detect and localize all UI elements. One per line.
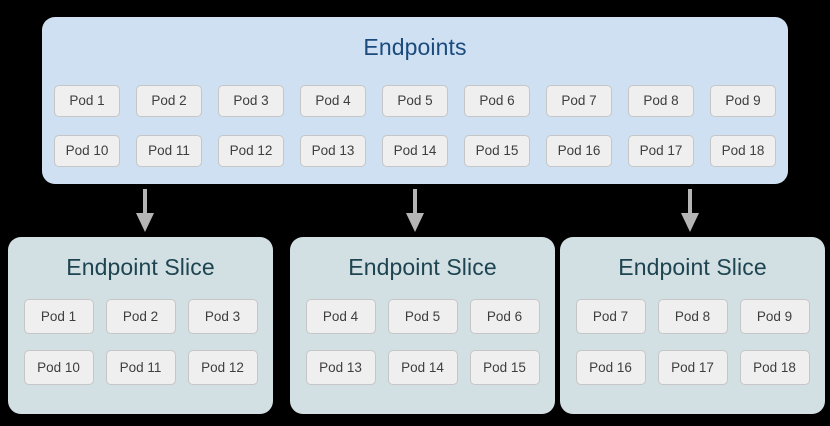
- pod-cell: Pod 13: [300, 350, 382, 385]
- pod-box[interactable]: Pod 11: [136, 135, 202, 167]
- pod-cell: Pod 12: [210, 135, 292, 167]
- pod-box[interactable]: Pod 3: [218, 85, 284, 117]
- pod-cell: Pod 6: [456, 85, 538, 117]
- endpoint-slice-container-3: Endpoint Slice Pod 7 Pod 8 Pod 9 Pod 16 …: [560, 237, 825, 414]
- pod-cell: Pod 9: [702, 85, 784, 117]
- pod-box[interactable]: Pod 3: [187, 299, 258, 334]
- pod-box[interactable]: Pod 17: [657, 350, 728, 385]
- pod-cell: Pod 11: [100, 350, 182, 385]
- pod-cell: Pod 3: [182, 299, 264, 334]
- pod-box[interactable]: Pod 4: [300, 85, 366, 117]
- pod-box[interactable]: Pod 18: [710, 135, 776, 167]
- arrow-shaft: [413, 189, 417, 215]
- pod-cell: Pod 18: [734, 350, 816, 385]
- pod-cell: Pod 3: [210, 85, 292, 117]
- pod-box[interactable]: Pod 13: [305, 350, 376, 385]
- slice-pod-row-0: Pod 4 Pod 5 Pod 6: [290, 299, 555, 334]
- pod-box[interactable]: Pod 1: [23, 299, 94, 334]
- pod-cell: Pod 16: [570, 350, 652, 385]
- pod-cell: Pod 1: [46, 85, 128, 117]
- pod-box[interactable]: Pod 11: [105, 350, 176, 385]
- endpoint-slice-title: Endpoint Slice: [618, 254, 767, 280]
- pod-box[interactable]: Pod 16: [575, 350, 646, 385]
- pod-box[interactable]: Pod 8: [657, 299, 728, 334]
- slice-pod-row-1: Pod 13 Pod 14 Pod 15: [290, 350, 555, 385]
- pod-box[interactable]: Pod 13: [300, 135, 366, 167]
- pod-cell: Pod 5: [382, 299, 464, 334]
- pod-cell: Pod 4: [292, 85, 374, 117]
- endpoint-slice-container-1: Endpoint Slice Pod 1 Pod 2 Pod 3 Pod 10 …: [8, 237, 273, 414]
- pod-box[interactable]: Pod 12: [218, 135, 284, 167]
- pod-box[interactable]: Pod 14: [387, 350, 458, 385]
- pod-box[interactable]: Pod 9: [710, 85, 776, 117]
- arrow-down-icon: [404, 189, 426, 232]
- arrow-down-icon: [134, 189, 156, 232]
- pod-cell: Pod 17: [620, 135, 702, 167]
- arrow-head: [406, 213, 424, 232]
- pod-cell: Pod 9: [734, 299, 816, 334]
- pod-box[interactable]: Pod 6: [464, 85, 530, 117]
- pod-cell: Pod 4: [300, 299, 382, 334]
- arrow-shaft: [688, 189, 692, 215]
- pod-cell: Pod 14: [382, 350, 464, 385]
- pod-cell: Pod 8: [620, 85, 702, 117]
- pod-box[interactable]: Pod 10: [23, 350, 94, 385]
- pod-box[interactable]: Pod 6: [469, 299, 540, 334]
- pod-cell: Pod 18: [702, 135, 784, 167]
- pod-cell: Pod 6: [464, 299, 546, 334]
- slice-pod-row-0: Pod 7 Pod 8 Pod 9: [560, 299, 825, 334]
- pod-cell: Pod 1: [18, 299, 100, 334]
- pod-box[interactable]: Pod 9: [739, 299, 810, 334]
- pod-box[interactable]: Pod 16: [546, 135, 612, 167]
- slice-pod-row-1: Pod 10 Pod 11 Pod 12: [8, 350, 273, 385]
- endpoints-pod-row-0: Pod 1 Pod 2 Pod 3 Pod 4 Pod 5 Pod 6 Pod …: [42, 85, 788, 117]
- pod-box[interactable]: Pod 2: [105, 299, 176, 334]
- arrow-shaft: [143, 189, 147, 215]
- pod-box[interactable]: Pod 7: [546, 85, 612, 117]
- arrow-head: [681, 213, 699, 232]
- endpoints-container: Endpoints Pod 1 Pod 2 Pod 3 Pod 4 Pod 5 …: [42, 17, 788, 184]
- pod-cell: Pod 15: [456, 135, 538, 167]
- pod-cell: Pod 7: [570, 299, 652, 334]
- endpoints-title: Endpoints: [363, 34, 467, 60]
- arrow-head: [136, 213, 154, 232]
- pod-cell: Pod 15: [464, 350, 546, 385]
- pod-cell: Pod 13: [292, 135, 374, 167]
- pod-cell: Pod 8: [652, 299, 734, 334]
- slice-pod-row-1: Pod 16 Pod 17 Pod 18: [560, 350, 825, 385]
- pod-box[interactable]: Pod 5: [387, 299, 458, 334]
- pod-box[interactable]: Pod 1: [54, 85, 120, 117]
- pod-box[interactable]: Pod 17: [628, 135, 694, 167]
- arrow-down-icon: [679, 189, 701, 232]
- slice-pod-row-0: Pod 1 Pod 2 Pod 3: [8, 299, 273, 334]
- pod-cell: Pod 12: [182, 350, 264, 385]
- pod-box[interactable]: Pod 2: [136, 85, 202, 117]
- endpoint-slice-title: Endpoint Slice: [66, 254, 215, 280]
- pod-cell: Pod 2: [100, 299, 182, 334]
- pod-cell: Pod 14: [374, 135, 456, 167]
- pod-cell: Pod 10: [46, 135, 128, 167]
- pod-cell: Pod 17: [652, 350, 734, 385]
- pod-box[interactable]: Pod 4: [305, 299, 376, 334]
- pod-box[interactable]: Pod 15: [464, 135, 530, 167]
- pod-cell: Pod 11: [128, 135, 210, 167]
- pod-cell: Pod 2: [128, 85, 210, 117]
- endpoints-pod-row-1: Pod 10 Pod 11 Pod 12 Pod 13 Pod 14 Pod 1…: [42, 135, 788, 167]
- pod-cell: Pod 7: [538, 85, 620, 117]
- pod-cell: Pod 10: [18, 350, 100, 385]
- pod-box[interactable]: Pod 5: [382, 85, 448, 117]
- pod-box[interactable]: Pod 10: [54, 135, 120, 167]
- endpoint-slice-container-2: Endpoint Slice Pod 4 Pod 5 Pod 6 Pod 13 …: [290, 237, 555, 414]
- pod-cell: Pod 16: [538, 135, 620, 167]
- pod-cell: Pod 5: [374, 85, 456, 117]
- endpoint-slice-title: Endpoint Slice: [348, 254, 497, 280]
- pod-box[interactable]: Pod 8: [628, 85, 694, 117]
- pod-box[interactable]: Pod 14: [382, 135, 448, 167]
- pod-box[interactable]: Pod 15: [469, 350, 540, 385]
- pod-box[interactable]: Pod 7: [575, 299, 646, 334]
- pod-box[interactable]: Pod 12: [187, 350, 258, 385]
- pod-box[interactable]: Pod 18: [739, 350, 810, 385]
